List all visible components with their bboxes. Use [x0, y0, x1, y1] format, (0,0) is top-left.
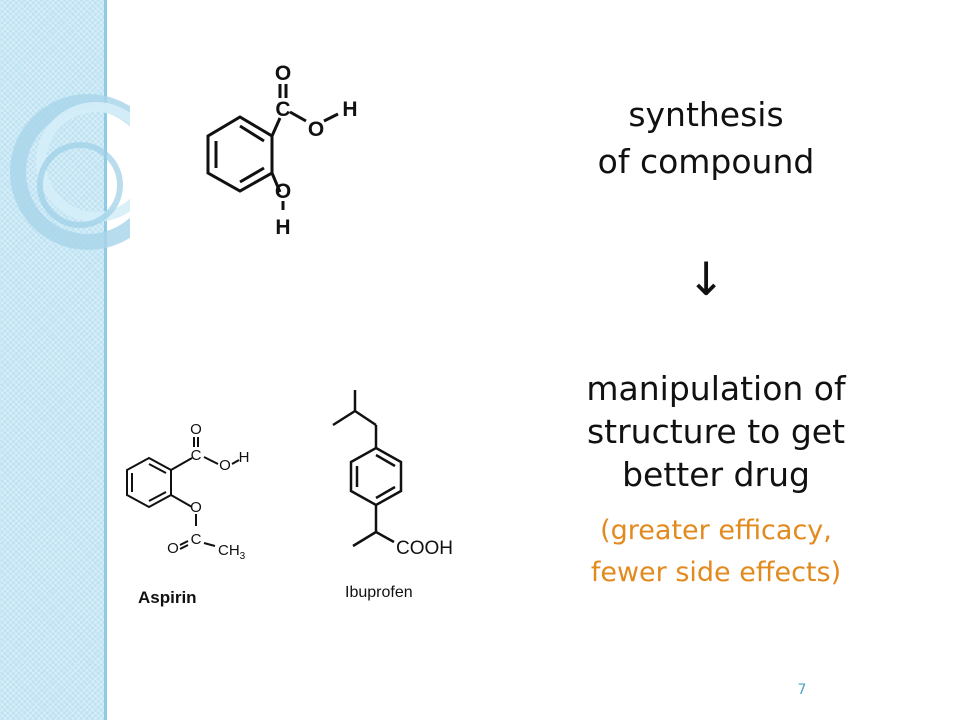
ibuprofen-label: Ibuprofen: [345, 584, 413, 601]
note-line-side-effects: fewer side effects): [590, 556, 842, 588]
heading-block: synthesis of compound: [560, 92, 852, 186]
aspirin-atom-c-acetyl: C: [191, 531, 202, 548]
page-number: 7: [797, 682, 807, 698]
down-arrow-icon: ↓: [686, 252, 726, 306]
salicylic-atom-o-top: O: [275, 62, 291, 85]
salicylic-acid-structure: O C O H O H: [206, 62, 358, 239]
body-line-manipulation: manipulation of: [586, 369, 846, 408]
sidebar-edge: [104, 0, 107, 720]
ibuprofen-cooh: COOH: [396, 538, 453, 559]
aspirin-atom-o-hydroxyl: O: [219, 457, 231, 474]
body-block: manipulation of structure to get better …: [560, 368, 872, 497]
ibuprofen-structure: COOH: [332, 390, 453, 559]
aspirin-atom-o-ester: O: [190, 499, 202, 516]
body-line-structure: structure to get: [586, 411, 846, 451]
body-line-better-drug: better drug: [622, 454, 810, 494]
salicylic-atom-o-hydroxyl: O: [308, 118, 324, 141]
aspirin-label: Aspirin: [138, 588, 197, 607]
aspirin-methyl-ch: CH: [218, 542, 240, 559]
aspirin-atom-o-top: O: [190, 421, 202, 438]
salicylic-atom-o-phenol: O: [275, 180, 291, 203]
heading-line-compound: of compound: [597, 141, 815, 181]
aspirin-atom-methyl: CH3: [218, 542, 246, 562]
note-line-efficacy: (greater efficacy,: [600, 515, 832, 546]
salicylic-atom-h-acid: H: [342, 98, 357, 121]
aspirin-methyl-subscript: 3: [240, 551, 246, 562]
aspirin-structure: O C O H O O C CH3: [126, 421, 250, 562]
salicylic-atom-h-phenol: H: [275, 216, 290, 239]
swirl-decoration: [10, 94, 130, 250]
aspirin-atom-h-acid: H: [239, 449, 250, 466]
heading-line-synthesis: synthesis: [628, 95, 784, 134]
aspirin-atom-o-acetyl: O: [167, 540, 179, 557]
note-block: (greater efficacy, fewer side effects): [555, 510, 877, 594]
salicylic-atom-c-carbonyl: C: [275, 98, 290, 121]
aspirin-atom-c-carbonyl: C: [191, 447, 202, 464]
